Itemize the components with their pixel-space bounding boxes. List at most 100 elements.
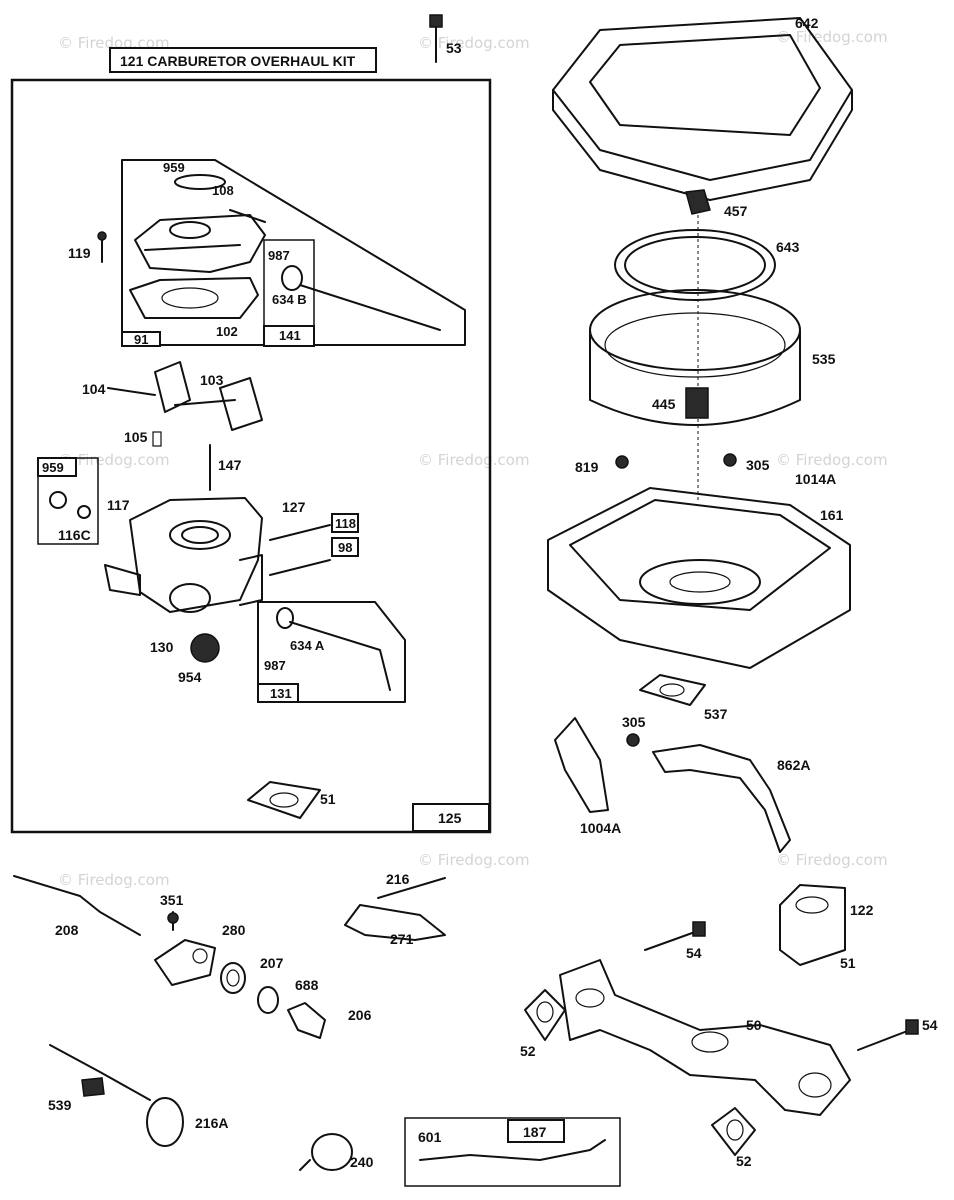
float-bowl-cover xyxy=(134,209,266,273)
callout-643: 643 xyxy=(776,239,800,255)
callout-125: 125 xyxy=(438,810,462,826)
box-131-label xyxy=(257,683,299,703)
callout-98: 98 xyxy=(338,540,352,555)
kit-title-box xyxy=(109,47,377,73)
bushing-634b xyxy=(281,265,303,291)
callout-959-box: 959 xyxy=(42,460,64,475)
watermark: © Firedog.com xyxy=(776,28,888,46)
box-187 xyxy=(507,1119,565,1143)
box-141-label xyxy=(263,325,315,347)
callout-634a: 634 A xyxy=(290,638,325,653)
callout-539: 539 xyxy=(48,1097,72,1113)
callouts: 53 642 457 643 535 445 819 305 1014A 161… xyxy=(48,15,938,1170)
callout-206: 206 xyxy=(348,1007,372,1023)
callout-351: 351 xyxy=(160,892,184,908)
callout-117: 117 xyxy=(107,497,130,513)
watermark: © Firedog.com xyxy=(58,451,170,469)
pin-104 xyxy=(107,387,156,396)
callout-52a: 52 xyxy=(520,1043,536,1059)
screw-119-head xyxy=(97,231,107,241)
callout-122: 122 xyxy=(850,902,874,918)
callout-305a: 305 xyxy=(746,457,770,473)
callout-601: 601 xyxy=(418,1129,442,1145)
screw-819 xyxy=(615,455,629,469)
knob-457 xyxy=(685,189,711,215)
shaft-131 xyxy=(289,621,391,691)
callout-116c: 116C xyxy=(58,527,91,543)
shaft-141 xyxy=(299,284,441,331)
primer-240 xyxy=(299,1133,353,1171)
box-98 xyxy=(331,537,359,557)
callout-51b: 51 xyxy=(840,955,856,971)
callout-634b: 634 B xyxy=(272,292,307,307)
callout-216: 216 xyxy=(386,871,410,887)
filter-643 xyxy=(614,229,776,301)
box-91 xyxy=(121,331,161,347)
screw-305 xyxy=(723,453,737,467)
callout-987a: 987 xyxy=(268,248,290,263)
callout-240: 240 xyxy=(350,1154,374,1170)
float-103 xyxy=(154,361,263,431)
jet-116c xyxy=(49,491,67,509)
callout-1004a: 1004A xyxy=(580,820,621,836)
link-216 xyxy=(377,877,446,899)
callout-207: 207 xyxy=(260,955,284,971)
callout-280: 280 xyxy=(222,922,246,938)
bracket-271 xyxy=(344,904,446,941)
callout-54b: 54 xyxy=(922,1017,938,1033)
bolt-54a-head xyxy=(692,921,706,937)
watermark: © Firedog.com xyxy=(776,451,888,469)
gasket-51 xyxy=(247,781,321,819)
part-108 xyxy=(174,174,226,190)
callout-987b: 987 xyxy=(264,658,286,673)
callout-54a: 54 xyxy=(686,945,702,961)
callout-108: 108 xyxy=(212,183,234,198)
bracket-1004a xyxy=(554,717,609,813)
gasket-537 xyxy=(639,674,706,706)
callout-688: 688 xyxy=(295,977,319,993)
callout-130: 130 xyxy=(150,639,174,655)
callout-216a: 216A xyxy=(195,1115,228,1131)
watermark: © Firedog.com xyxy=(418,451,530,469)
precleaner-535 xyxy=(589,289,801,426)
callout-445: 445 xyxy=(652,396,676,412)
callout-457: 457 xyxy=(724,203,748,219)
callout-131: 131 xyxy=(270,686,292,701)
callout-127: 127 xyxy=(282,499,306,515)
callout-187: 187 xyxy=(523,1124,547,1140)
manifold-50 xyxy=(559,959,851,1116)
callout-305b: 305 xyxy=(622,714,646,730)
jet-116c-b xyxy=(77,505,91,519)
loop-216a xyxy=(146,1097,184,1147)
callout-271: 271 xyxy=(390,931,414,947)
watermark: © Firedog.com xyxy=(418,34,530,52)
callout-119: 119 xyxy=(68,245,91,261)
callout-118: 118 xyxy=(335,516,356,531)
callout-103: 103 xyxy=(200,372,224,388)
callout-147: 147 xyxy=(218,457,242,473)
box-125 xyxy=(412,803,490,832)
callout-862a: 862A xyxy=(777,757,810,773)
callout-537: 537 xyxy=(704,706,728,722)
gasket-102-hole xyxy=(161,287,219,309)
bolt-53-head xyxy=(429,14,443,28)
callout-959: 959 xyxy=(163,160,185,175)
gasket-52b xyxy=(711,1107,756,1156)
kit-title: 121 CARBURETOR OVERHAUL KIT xyxy=(120,53,356,69)
screws-118-98 xyxy=(269,524,331,576)
callout-51a: 51 xyxy=(320,791,336,807)
callout-105: 105 xyxy=(124,429,148,445)
spring-207 xyxy=(220,962,246,994)
box-959-label xyxy=(37,457,77,477)
base-161 xyxy=(547,487,851,669)
callout-208: 208 xyxy=(55,922,79,938)
callout-954: 954 xyxy=(178,669,202,685)
box-118 xyxy=(331,513,359,533)
bracket-280 xyxy=(154,939,216,986)
knob-206 xyxy=(287,1002,326,1039)
link-208 xyxy=(13,875,141,936)
clip-539 xyxy=(81,1077,105,1097)
callout-50: 50 xyxy=(746,1017,762,1033)
bushing-634a xyxy=(276,607,294,629)
